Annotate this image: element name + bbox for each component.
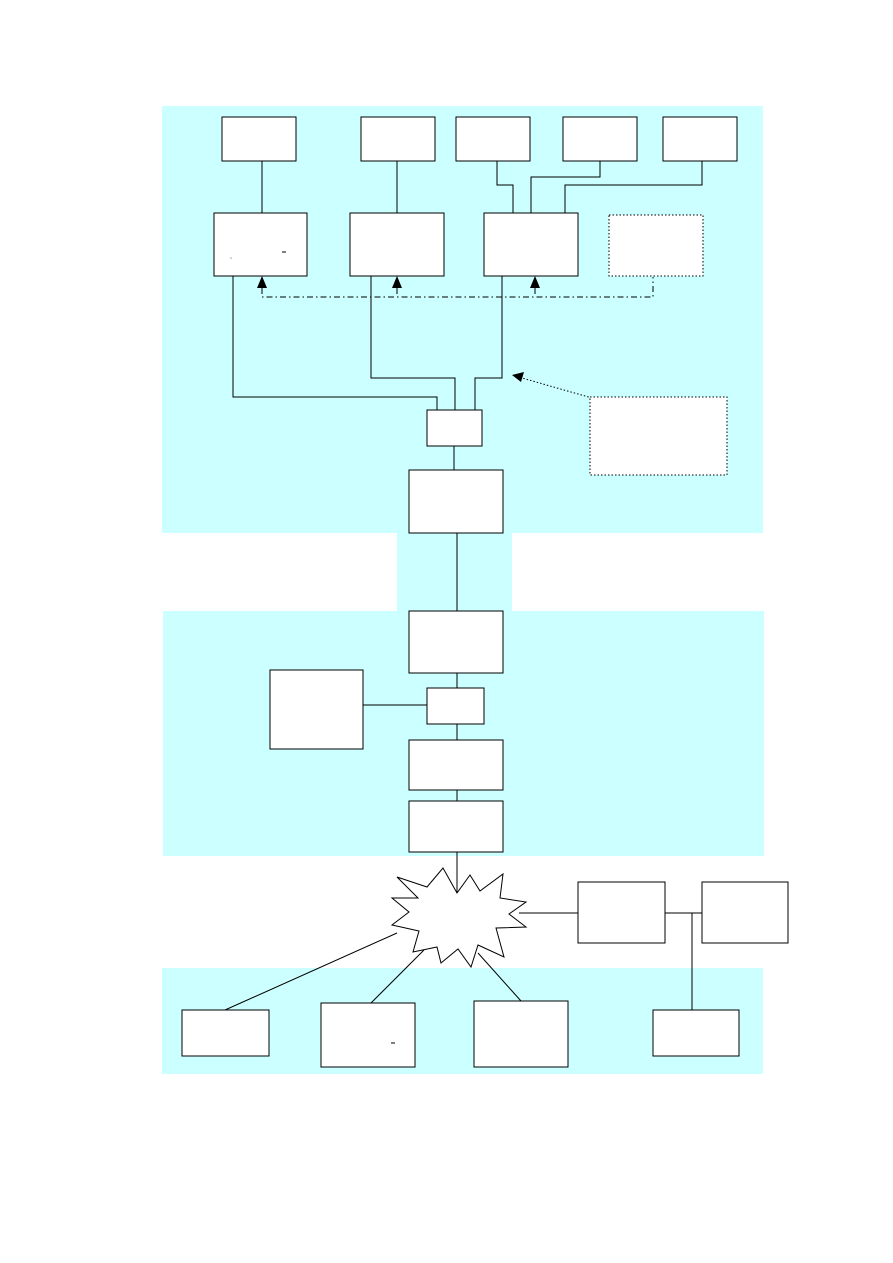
top-row-box-2: [360, 116, 436, 162]
arrow-pointer-icon: [512, 372, 524, 382]
network-cloud-icon: [390, 867, 528, 969]
switch-box: [426, 687, 485, 725]
link-top5-second3: [564, 161, 703, 213]
link-top3-second3: [496, 161, 514, 213]
middle-box-1: [408, 739, 504, 791]
second-row-box-1-dot: [230, 257, 232, 259]
hub-box: [426, 409, 483, 447]
side-box: [269, 669, 364, 750]
lower-gateway-box: [408, 610, 504, 674]
annotation-pointer: [512, 372, 593, 399]
middle-box-2: [408, 800, 504, 853]
bottom-box-2: [320, 1002, 416, 1068]
arrow-up-icon: [530, 276, 540, 288]
second-row-box-1: [213, 212, 308, 277]
bottom-box-4: [652, 1009, 740, 1057]
dashdot-line: [261, 277, 654, 298]
link-cloud-bottom1: [224, 932, 398, 1011]
top-row-box-3: [455, 116, 531, 162]
annotation-box-dotted: [589, 396, 728, 476]
link-cloud-bottom3: [477, 952, 522, 1002]
link-second3-hub: [474, 276, 503, 410]
second-row-box-3: [483, 212, 579, 277]
link-cloud-bottom2: [370, 949, 425, 1004]
right-box-2: [701, 881, 789, 944]
bottom-box-1: [181, 1009, 270, 1057]
top-row-box-1: [221, 116, 297, 162]
second-row-box-2: [349, 212, 445, 277]
top-row-box-4: [562, 116, 638, 162]
link-top4-second3: [530, 161, 601, 213]
annotation-pointer-line: [521, 377, 593, 399]
arrow-up-icon: [392, 276, 402, 288]
bridge-zone: [397, 533, 512, 611]
link-second1-hub: [232, 259, 438, 410]
right-box-1: [577, 881, 666, 944]
arrow-up-icon: [257, 276, 267, 288]
bottom-box-3: [473, 1000, 569, 1068]
dashdot-feedback-line: [257, 276, 654, 298]
top-row-box-5: [662, 116, 738, 162]
upper-gateway-box: [408, 469, 504, 534]
connection-lines: [224, 161, 703, 1011]
link-second2-hub: [370, 276, 456, 410]
second-row-box-dotted: [608, 214, 704, 277]
